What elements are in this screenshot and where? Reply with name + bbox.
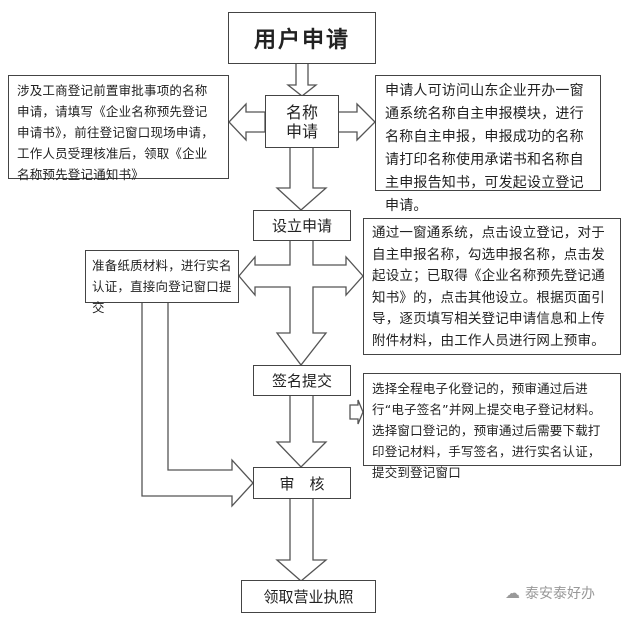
note-name-offline: 涉及工商登记前置审批事项的名称申请，请填写《企业名称预先登记申请书》，前往登记窗… [8, 75, 229, 182]
note-text: 涉及工商登记前置审批事项的名称申请，请填写《企业名称预先登记申请书》，前往登记窗… [17, 83, 214, 182]
note-paper-submit: 准备纸质材料，进行实名认证，直接向登记窗口提交 [85, 250, 239, 315]
step-label: 名称 申请 [285, 102, 318, 141]
step-name-apply: 名称 申请 [265, 95, 339, 148]
note-sign-methods: 选择全程电子化登记的，预审通过后进行“电子签名”并网上提交电子登记材料。选择窗口… [363, 373, 621, 480]
arrow-setup-to-sign [238, 239, 364, 367]
arrow-apply-to-name [286, 62, 318, 97]
step-label: 签名提交 [271, 372, 332, 390]
step-label: 设立申请 [271, 217, 332, 235]
note-text: 通过一窗通系统，点击设立登记，对于自主申报名称，勾选申报名称，点击发起设立；已取… [372, 225, 605, 349]
watermark-text: 泰安泰好办 [525, 586, 595, 602]
note-text: 选择全程电子化登记的，预审通过后进行“电子签名”并网上提交电子登记材料。选择窗口… [372, 381, 602, 480]
arrow-review-to-license [275, 497, 328, 582]
step-label: 审 核 [279, 474, 325, 493]
arrow-name-to-setup [275, 146, 328, 211]
step-label: 领取营业执照 [263, 588, 354, 606]
note-text: 申请人可访问山东企业开办一窗通系统名称自主申报模块，进行名称自主申报，申报成功的… [385, 83, 584, 214]
arrow-paper-to-review [141, 301, 254, 508]
wechat-icon: ☁ [505, 584, 520, 602]
arrow-sign-to-review [275, 394, 328, 468]
step-sign-submit: 签名提交 [253, 365, 351, 396]
note-name-online: 申请人可访问山东企业开办一窗通系统名称自主申报模块，进行名称自主申报，申报成功的… [375, 75, 601, 214]
step-user-apply: 用户申请 [228, 12, 376, 64]
watermark: ☁ 泰安泰好办 [505, 583, 595, 603]
arrow-sign-to-right [349, 399, 364, 425]
note-online-setup: 通过一窗通系统，点击设立登记，对于自主申报名称，勾选申报名称，点击发起设立；已取… [363, 218, 621, 355]
arrow-name-to-left [228, 102, 266, 142]
step-get-license: 领取营业执照 [241, 580, 376, 613]
step-review: 审 核 [253, 467, 351, 499]
arrow-name-to-right [337, 102, 376, 142]
note-text: 准备纸质材料，进行实名认证，直接向登记窗口提交 [92, 258, 232, 315]
step-setup-apply: 设立申请 [253, 210, 351, 241]
step-label: 用户申请 [253, 28, 350, 53]
